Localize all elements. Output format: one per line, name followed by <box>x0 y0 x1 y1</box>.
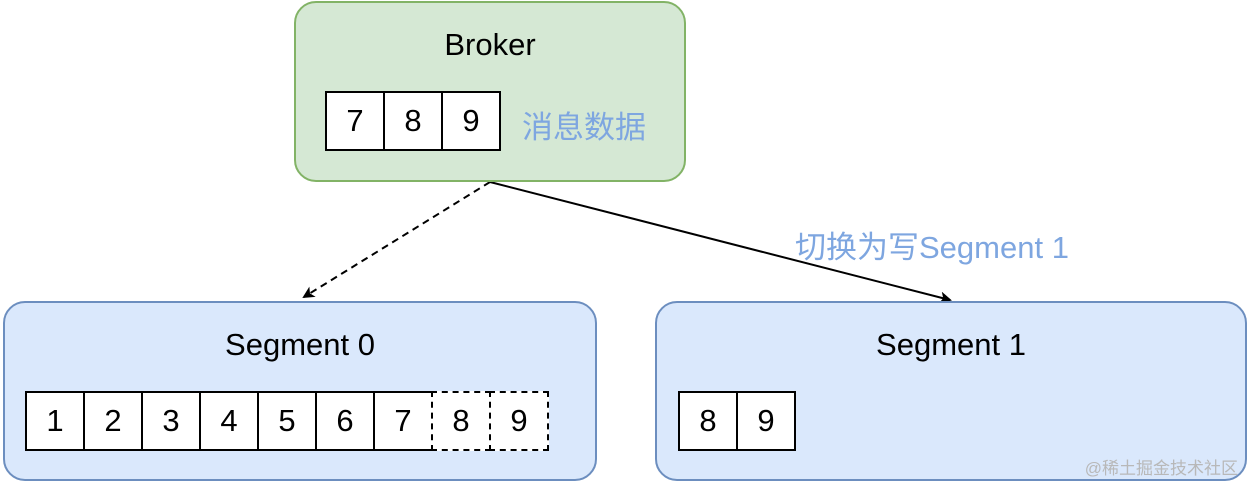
broker-cell: 8 <box>383 91 443 151</box>
segment-0-cell: 1 <box>25 391 85 451</box>
dashed-arrow-to-segment-0 <box>302 181 491 299</box>
switch-label: 切换为写Segment 1 <box>795 230 1069 265</box>
segment-0-cell: 2 <box>83 391 143 451</box>
watermark: @稀土掘金技术社区 <box>1084 459 1238 478</box>
segment-0-cells: 1 2 3 4 5 6 7 8 9 <box>25 391 549 451</box>
broker-cell: 9 <box>441 91 501 151</box>
segment-0-cell: 6 <box>315 391 375 451</box>
message-data-label: 消息数据 <box>522 110 646 145</box>
segment-0-cell: 4 <box>199 391 259 451</box>
segment-1-cells: 8 9 <box>678 391 796 451</box>
segment-0-cell: 7 <box>373 391 433 451</box>
segment-0-cell: 3 <box>141 391 201 451</box>
segment-1-box: Segment 1 <box>655 301 1247 481</box>
segment-1-title: Segment 1 <box>876 327 1026 362</box>
broker-title: Broker <box>444 27 536 62</box>
segment-1-cell: 8 <box>678 391 738 451</box>
broker-cell: 7 <box>325 91 385 151</box>
solid-arrow-to-segment-1 <box>489 181 952 304</box>
segment-0-pending-cell: 9 <box>489 391 549 451</box>
segment-0-pending-cell: 8 <box>431 391 491 451</box>
broker-message-cells: 7 8 9 <box>325 91 501 151</box>
segment-0-cell: 5 <box>257 391 317 451</box>
segment-1-cell: 9 <box>736 391 796 451</box>
segment-0-title: Segment 0 <box>225 327 375 362</box>
